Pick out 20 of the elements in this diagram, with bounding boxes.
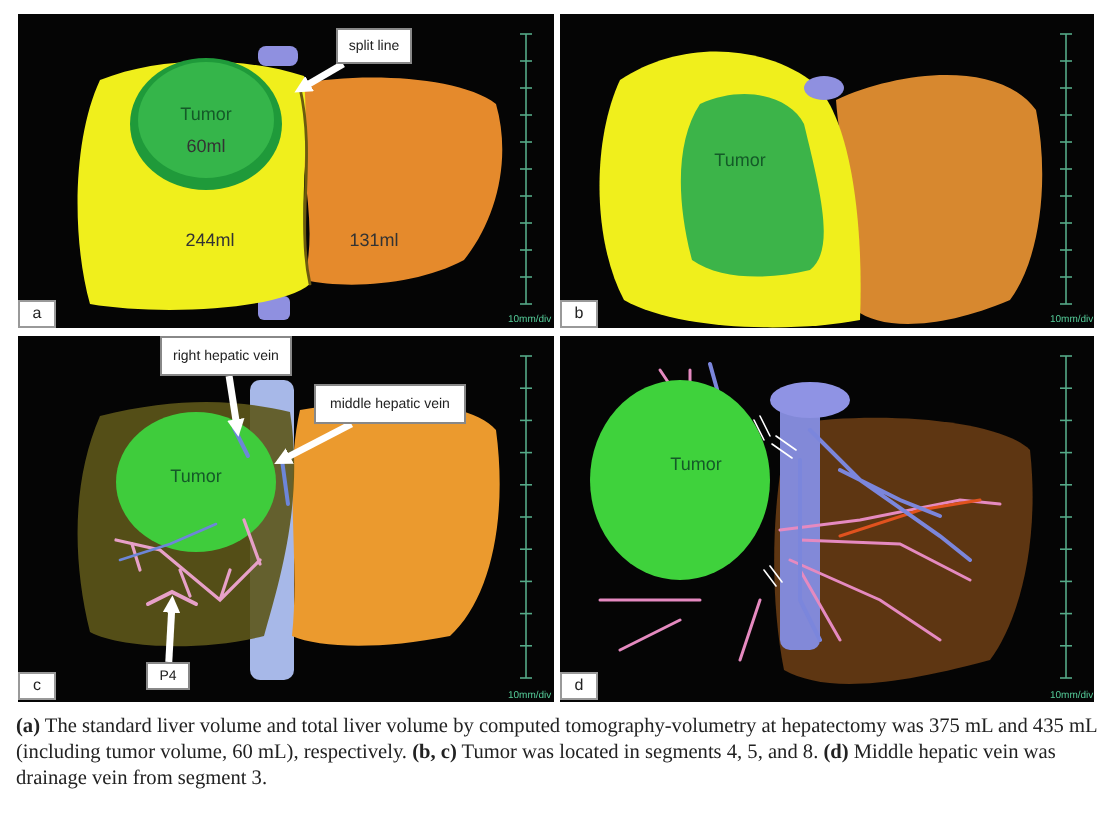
panel-letter: b bbox=[560, 300, 598, 328]
volume-label: 244ml bbox=[185, 230, 235, 250]
tumor-label: Tumor bbox=[714, 150, 766, 170]
hepatic-vein-branch bbox=[280, 458, 290, 506]
arrow bbox=[162, 595, 181, 663]
tumor-label: Tumor bbox=[670, 454, 722, 474]
tumor-label: Tumor bbox=[180, 104, 232, 124]
figure-caption: (a) The standard liver volume and total liver volume by computed tomography-volumetry at hepatectomy was 375 mL and 435 mL (including tumor volume, 60 mL), respectively. (b, c) Tumor was located in segments 4, 5, and 8. (d) Middle hepatic vein was drainage vein from segment 3. bbox=[16, 714, 1099, 792]
volume-label: 131ml bbox=[349, 230, 399, 250]
volume-label: 60ml bbox=[186, 136, 226, 156]
split-line bbox=[298, 86, 312, 286]
arrow bbox=[274, 420, 354, 465]
panel-letter: c bbox=[18, 672, 56, 700]
arrow bbox=[294, 60, 345, 93]
panel-letter: d bbox=[560, 672, 598, 700]
arrow bbox=[225, 375, 245, 437]
portal-vein-branch bbox=[146, 589, 198, 606]
hepatic-vein-branch bbox=[232, 426, 250, 458]
panel-letter: a bbox=[18, 300, 56, 328]
tumor-label: Tumor bbox=[170, 466, 222, 486]
